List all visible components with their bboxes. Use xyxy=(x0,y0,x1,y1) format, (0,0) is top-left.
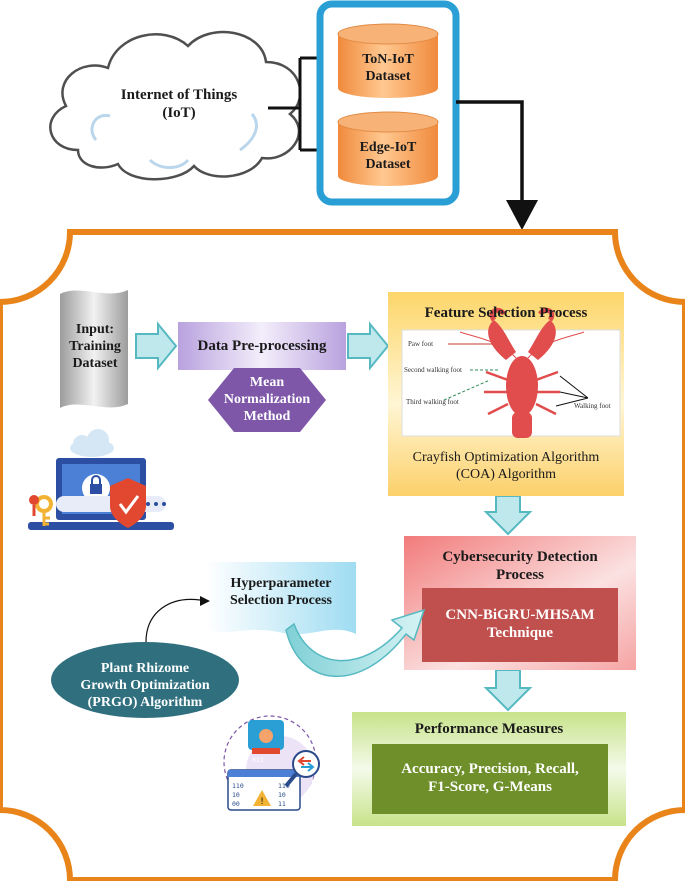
normalization-line2: Normalization xyxy=(223,391,311,407)
hyperparameter-shape xyxy=(206,562,356,635)
coa-caption-line2: (COA) Algorithm xyxy=(456,466,556,482)
arrow-detection-to-performance xyxy=(483,669,533,712)
dataset-ton-line1: ToN-IoT xyxy=(362,52,414,67)
security-illustration xyxy=(28,429,174,530)
lobster-label-second: Second walking foot xyxy=(404,366,462,374)
arrow-preprocess-to-feature xyxy=(347,321,390,371)
arrow-feature-to-detection xyxy=(483,495,533,536)
input-label: Input: Training Dataset xyxy=(62,322,128,372)
normalization-label: Mean Normalization Method xyxy=(212,375,322,425)
dataset-ton-line2: Dataset xyxy=(365,68,411,84)
binary-code-5: 10 xyxy=(278,791,286,799)
technique-line1: CNN-BiGRU-MHSAM xyxy=(445,607,595,623)
hyperparameter-line2: Selection Process xyxy=(230,592,332,608)
hyperparameter-line1: Hyperparameter xyxy=(230,576,332,591)
dataset-flow-line xyxy=(456,100,524,205)
input-line2: Training xyxy=(69,338,121,354)
arrow-prgo-to-hyper xyxy=(145,598,201,643)
detection-title: Cybersecurity Detection Process xyxy=(404,548,636,584)
dataset-cylinder-2 xyxy=(337,111,439,186)
technique-label: CNN-BiGRU-MHSAM Technique xyxy=(422,606,618,642)
dataset-label-ton: ToN-IoT Dataset xyxy=(338,52,438,86)
input-line3: Dataset xyxy=(72,355,118,371)
coa-caption-line1: Crayfish Optimization Algorithm xyxy=(412,450,600,465)
input-shape xyxy=(60,290,128,408)
prgo-line2: Growth Optimization xyxy=(80,677,210,693)
feature-selection-title: Feature Selection Process xyxy=(424,305,588,321)
binary-code-6: 11 xyxy=(278,800,286,808)
binary-code-2: 10 xyxy=(232,791,240,799)
lobster-label-third: Third walking foot xyxy=(406,398,459,406)
feature-selection-caption: Crayfish Optimization Algorithm (COA) Al… xyxy=(388,450,624,484)
detection-title-line2: Process xyxy=(495,567,545,583)
detection-title-line1: Cybersecurity Detection xyxy=(442,549,598,565)
svg-text:!: ! xyxy=(260,797,264,807)
dataset-label-edge: Edge-IoT Dataset xyxy=(338,140,438,174)
technique-box xyxy=(422,588,618,662)
metrics-label: Accuracy, Precision, Recall, F1-Score, G… xyxy=(372,760,608,796)
lobster-label-walking: Walking foot xyxy=(574,402,611,410)
dataset-edge-line1: Edge-IoT xyxy=(359,140,417,155)
dataset-flow-arrowhead xyxy=(506,200,538,230)
cloud-label-line2: (IoT) xyxy=(162,105,196,121)
cloud-label-line1: Internet of Things xyxy=(120,87,238,103)
binary-code-1: 110 xyxy=(232,782,244,790)
input-line1: Input: xyxy=(75,322,115,337)
metrics-line2: F1-Score, G-Means xyxy=(428,779,552,795)
prgo-line1: Plant Rhizome xyxy=(100,661,190,676)
binary-code-7: 011 xyxy=(252,756,264,764)
binary-code-3: 00 xyxy=(232,800,240,808)
technique-line2: Technique xyxy=(486,625,554,641)
arrow-input-to-preprocess xyxy=(135,321,178,371)
crayfish-image xyxy=(443,307,589,438)
prgo-label: Plant Rhizome Growth Optimization (PRGO)… xyxy=(55,661,235,711)
normalization-hexagon xyxy=(208,368,326,432)
cloud-connector xyxy=(268,56,334,152)
prgo-line3: (PRGO) Algorithm xyxy=(87,694,203,710)
arrow-prgo-head xyxy=(200,596,210,606)
cloud-label: Internet of Things (IoT) xyxy=(104,86,254,122)
dataset-edge-line2: Dataset xyxy=(365,156,411,172)
arrow-hyper-to-detection xyxy=(285,608,426,677)
metrics-line1: Accuracy, Precision, Recall, xyxy=(401,761,579,777)
lobster-label-paw: Paw foot xyxy=(408,340,433,348)
normalization-line1: Mean xyxy=(249,375,285,390)
hyperparameter-label: Hyperparameter Selection Process xyxy=(206,576,356,610)
preprocess-label: Data Pre-processing xyxy=(197,338,327,354)
binary-code-4: 110 xyxy=(278,782,290,790)
alert-illustration: ! xyxy=(223,715,320,811)
metrics-box xyxy=(372,744,608,814)
normalization-line3: Method xyxy=(243,408,291,424)
prgo-ellipse xyxy=(51,642,239,718)
dataset-cylinder-1 xyxy=(337,23,439,98)
cloud-shape xyxy=(49,30,302,181)
preprocess-box xyxy=(178,322,346,370)
performance-title: Performance Measures xyxy=(414,721,564,737)
